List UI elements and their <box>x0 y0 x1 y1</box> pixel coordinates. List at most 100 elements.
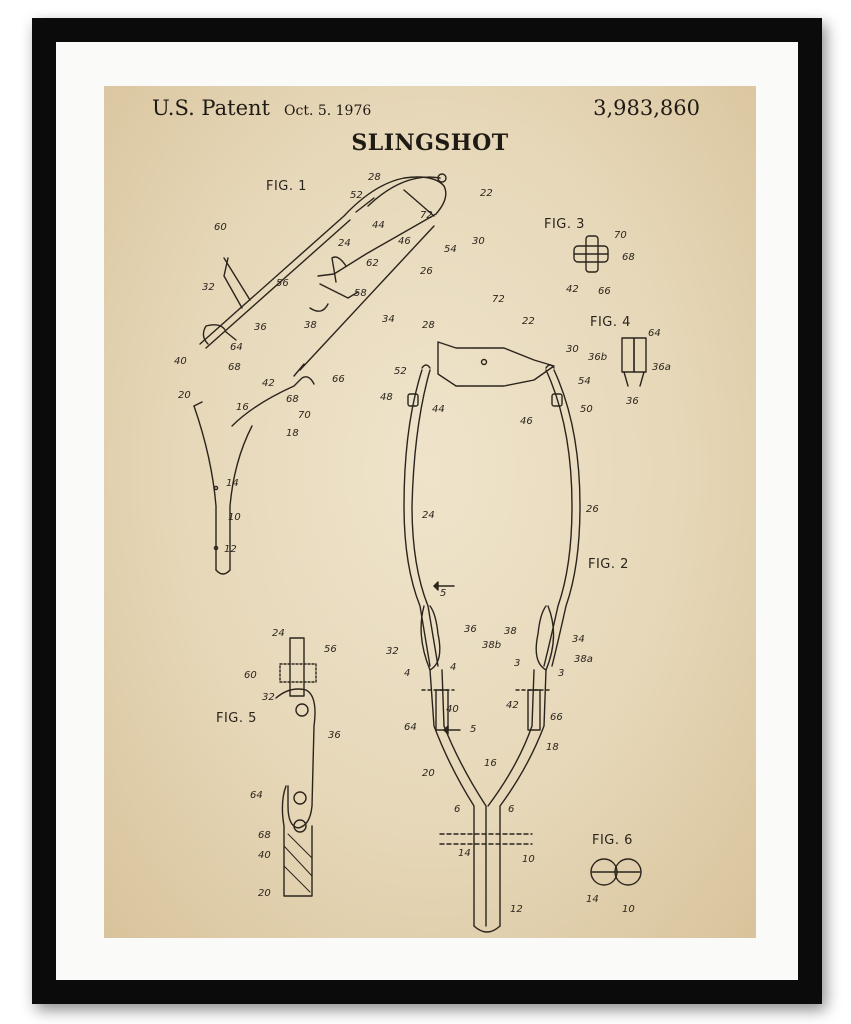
fig1-ref: 38 <box>304 320 317 331</box>
fig4-ref: 36a <box>652 362 671 373</box>
fig1-ref: 60 <box>214 222 227 233</box>
fig2-ref: 36 <box>464 624 477 635</box>
patent-title: SLINGSHOT <box>351 130 509 156</box>
fig2-ref: 10 <box>522 854 535 865</box>
fig1-ref: 68 <box>286 394 299 405</box>
fig2-ref: 72 <box>492 294 505 305</box>
fig6-ref: 14 <box>586 894 599 905</box>
fig2-drawing <box>403 341 581 933</box>
fig1-ref: 56 <box>276 278 289 289</box>
fig2-ref: 24 <box>422 510 435 521</box>
fig2-ref: 54 <box>578 376 591 387</box>
fig2-ref: 64 <box>404 722 417 733</box>
fig5-ref: 20 <box>258 888 271 899</box>
fig5-ref: 68 <box>258 830 271 841</box>
fig1-ref: 64 <box>230 342 243 353</box>
fig2-ref: 34 <box>572 634 585 645</box>
fig1-drawing <box>193 173 447 575</box>
fig1-ref: 66 <box>332 374 345 385</box>
fig1-ref: 12 <box>224 544 237 555</box>
fig2-ref: 46 <box>520 416 533 427</box>
fig3-drawing <box>573 235 609 273</box>
fig1-ref: 24 <box>338 238 351 249</box>
fig5-ref: 64 <box>250 790 263 801</box>
fig6-label: FIG. 6 <box>592 833 633 848</box>
fig3-ref: 66 <box>598 286 611 297</box>
fig4-ref: 64 <box>648 328 661 339</box>
fig1-ref: 70 <box>298 410 311 421</box>
fig1-ref: 10 <box>228 512 241 523</box>
fig2-ref: 44 <box>432 404 445 415</box>
fig1-label: FIG. 1 <box>266 179 307 194</box>
fig2-ref: 66 <box>550 712 563 723</box>
fig2-ref: 40 <box>446 704 459 715</box>
patent-drawing: FIG. 1 FIG. 2 FIG. 3 FIG. 4 FIG. 5 FIG. … <box>174 172 671 933</box>
patent-number: 3,983,860 <box>593 96 700 120</box>
fig2-ref: 16 <box>484 758 497 769</box>
fig1-ref: 54 <box>444 244 457 255</box>
fig4-ref: 36 <box>626 396 639 407</box>
fig5-ref: 40 <box>258 850 271 861</box>
fig4-label: FIG. 4 <box>590 315 631 330</box>
fig3-label: FIG. 3 <box>544 217 585 232</box>
patent-poster: U.S. Patent Oct. 5. 1976 3,983,860 SLING… <box>104 86 756 938</box>
fig2-ref: 4 <box>404 668 410 679</box>
fig1-ref: 40 <box>174 356 187 367</box>
fig1-ref: 28 <box>368 172 381 183</box>
fig1-ref: 26 <box>420 266 433 277</box>
fig6-drawing <box>590 858 642 886</box>
fig2-ref: 6 <box>508 804 514 815</box>
fig2-ref: 18 <box>546 742 559 753</box>
fig5-ref: 36 <box>328 730 341 741</box>
fig1-ref: 14 <box>226 478 239 489</box>
fig1-ref: 52 <box>350 190 363 201</box>
fig1-ref: 22 <box>480 188 493 199</box>
fig2-ref: 50 <box>580 404 593 415</box>
fig5-ref: 32 <box>262 692 275 703</box>
fig1-ref: 16 <box>236 402 249 413</box>
fig5-ref: 56 <box>324 644 337 655</box>
fig2-ref: 28 <box>422 320 435 331</box>
fig2-ref: 4 <box>450 662 456 673</box>
fig1-ref: 46 <box>398 236 411 247</box>
fig5-ref: 24 <box>272 628 285 639</box>
fig1-ref: 58 <box>354 288 367 299</box>
fig5-label: FIG. 5 <box>216 711 257 726</box>
fig4-drawing <box>621 337 647 387</box>
fig2-ref: 5 <box>470 724 476 735</box>
fig2-label: FIG. 2 <box>588 557 629 572</box>
fig1-ref: 36 <box>254 322 267 333</box>
fig2-ref: 3 <box>558 668 564 679</box>
fig2-ref: 20 <box>422 768 435 779</box>
fig2-ref: 48 <box>380 392 393 403</box>
fig1-ref: 30 <box>472 236 485 247</box>
fig1-ref: 62 <box>366 258 379 269</box>
fig1-ref: 68 <box>228 362 241 373</box>
fig1-ref: 42 <box>262 378 275 389</box>
fig2-ref: 30 <box>566 344 579 355</box>
fig2-ref: 12 <box>510 904 523 915</box>
fig2-ref: 38 <box>504 626 517 637</box>
fig3-ref: 42 <box>566 284 579 295</box>
fig3-ref: 70 <box>614 230 627 241</box>
fig1-ref: 72 <box>420 210 433 221</box>
fig2-ref: 14 <box>458 848 471 859</box>
fig1-ref: 18 <box>286 428 299 439</box>
patent-date: Oct. 5. 1976 <box>284 103 372 119</box>
fig2-ref: 38b <box>482 640 501 651</box>
fig1-ref: 44 <box>372 220 385 231</box>
fig2-ref: 3 <box>514 658 520 669</box>
fig2-ref: 22 <box>522 316 535 327</box>
patent-office: U.S. Patent <box>152 96 270 120</box>
fig2-ref: 32 <box>386 646 399 657</box>
fig5-ref: 60 <box>244 670 257 681</box>
fig1-ref: 20 <box>178 390 191 401</box>
fig5-drawing <box>275 637 317 897</box>
fig4-ref: 36b <box>588 352 607 363</box>
fig2-ref: 52 <box>394 366 407 377</box>
fig2-ref: 26 <box>586 504 599 515</box>
fig6-ref: 10 <box>622 904 635 915</box>
fig1-ref: 32 <box>202 282 215 293</box>
fig2-ref: 42 <box>506 700 519 711</box>
fig1-ref: 34 <box>382 314 395 325</box>
